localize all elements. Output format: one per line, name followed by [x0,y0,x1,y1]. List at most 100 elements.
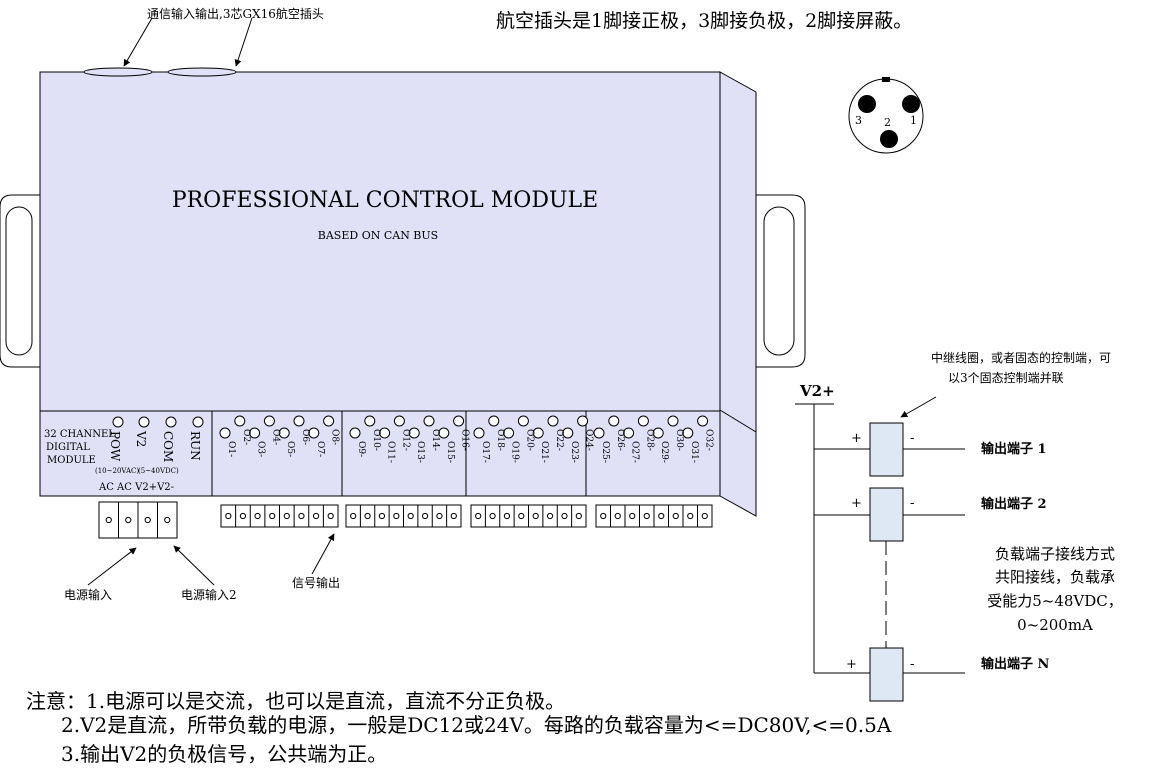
dc-range-label: (5~40VDC) [138,467,179,475]
v2-plus-label: V2+ [799,382,835,400]
relay-note-line1: 中继线圈，或者固态的控制端，可 [931,350,1111,365]
output-block-3-screw-5 [532,512,539,520]
com-label: COM [161,431,175,462]
output-terminal-blocks [220,504,713,528]
output-block-2-screw-6 [421,512,429,520]
output-label-25: O25- [600,441,610,463]
output-block-2-screw-4 [393,512,400,520]
output-label-24: O24- [584,429,594,451]
output-label-4: O4- [270,429,280,445]
output-label-11: O11- [386,441,396,463]
relay-1-minus: - [910,431,914,446]
output-label-16: O16- [460,429,470,451]
relay-2-plus: + [851,496,862,511]
output-led-28 [637,415,649,427]
load-wiring-line4: 0~200mA [1017,616,1093,634]
output-block-3-screw-1 [475,512,482,520]
output-led-4 [263,415,275,427]
relay-1-plus: + [851,431,862,446]
output-block-4-screw-1 [600,512,607,520]
pow-led [112,416,124,428]
output-label-13: O13- [415,441,425,463]
output-label-12: O12- [400,429,410,451]
pin-1-dot [902,95,920,113]
output-label-10: O10- [371,429,381,451]
output-led-9 [349,427,361,439]
v2-label: V2 [134,430,148,447]
output-block-4-screw-5 [658,512,665,520]
control-module-body [39,71,757,517]
output-label-2: O2- [241,429,251,445]
terminal-labels: AC AC V2+V2- [98,482,174,493]
relay-note-line2: 以3个固态控制端并联 [948,371,1064,385]
output-block-4-screw-7 [687,512,694,520]
output-led-10 [364,415,376,427]
output-label-9: O9- [356,441,366,457]
output-label-19: O19- [510,441,520,463]
output-label-6: O6- [300,429,310,445]
output-block-4-screw-4 [643,512,650,520]
pin-2-label: 2 [884,116,891,129]
output-block-1-screw-7 [312,512,320,520]
output-led-15 [438,427,450,439]
output-terminal-2: 输出端子 2 [981,496,1047,512]
pin-diagram: 3 2 1 [848,77,924,154]
output-block-1-screw-3 [254,512,261,520]
output-led-22 [547,415,559,427]
output-led-2 [234,415,246,427]
output-block-1-screw-6 [298,512,305,520]
relay-n [814,647,965,702]
output-led-23 [562,427,574,439]
output-block-3-screw-2 [489,512,496,520]
com-led [165,416,177,428]
relay-note-arrow [900,396,937,418]
load-wiring-line3: 受能力5~48VDC， [987,592,1123,610]
relay-1 [814,422,965,477]
output-block-3-screw-8 [575,512,582,520]
output-block-1-screw-8 [327,512,334,520]
output-block-3-screw-6 [546,512,554,520]
output-label-15: O15- [445,441,455,463]
output-led-5 [278,427,290,439]
output-block-2-screw-5 [407,512,414,520]
output-led-12 [393,415,405,427]
output-led-3 [249,427,261,439]
output-led-32 [697,415,709,427]
signal-output-arrow [311,533,335,575]
output-label-28: O28- [644,429,654,451]
output-led-14 [423,415,435,427]
output-block-3-screw-4 [518,512,525,520]
aviation-connector-2 [167,67,237,77]
note-line-3: 3.输出V2的负极信号，公共端为正。 [61,742,388,766]
output-block-2-screw-2 [364,512,371,520]
v2-led [138,416,150,428]
module-title: PROFESSIONAL CONTROL MODULE [172,188,598,213]
output-block-1-screw-5 [283,512,290,520]
output-label-17: O17- [480,441,490,463]
left-mounting-ear [0,194,41,368]
output-label-7: O7- [315,441,325,457]
output-led-1 [219,427,231,439]
output-led-25 [593,427,605,439]
output-block-2-screw-7 [436,512,443,520]
output-terminal-1: 输出端子 1 [981,441,1047,457]
relay-n-minus: - [910,657,914,672]
output-label-3: O3- [256,441,266,457]
output-led-11 [379,427,391,439]
pin-3-dot [858,95,876,113]
power-input-arrow [87,547,137,586]
output-block-3-screw-3 [503,512,511,520]
output-label-5: O5- [285,441,295,457]
output-label-27: O27- [630,441,640,463]
output-led-21 [532,427,544,439]
power-terminal-screw-2 [125,516,132,524]
output-label-1: O1- [226,441,236,457]
load-wiring-line1: 负载端子接线方式 [995,545,1115,563]
output-led-18 [488,415,500,427]
right-mounting-ear [755,194,806,368]
output-label-30: O30- [674,429,684,451]
output-label-18: O18- [495,429,505,451]
output-block-2-screw-3 [378,512,386,520]
output-led-31 [682,427,694,439]
